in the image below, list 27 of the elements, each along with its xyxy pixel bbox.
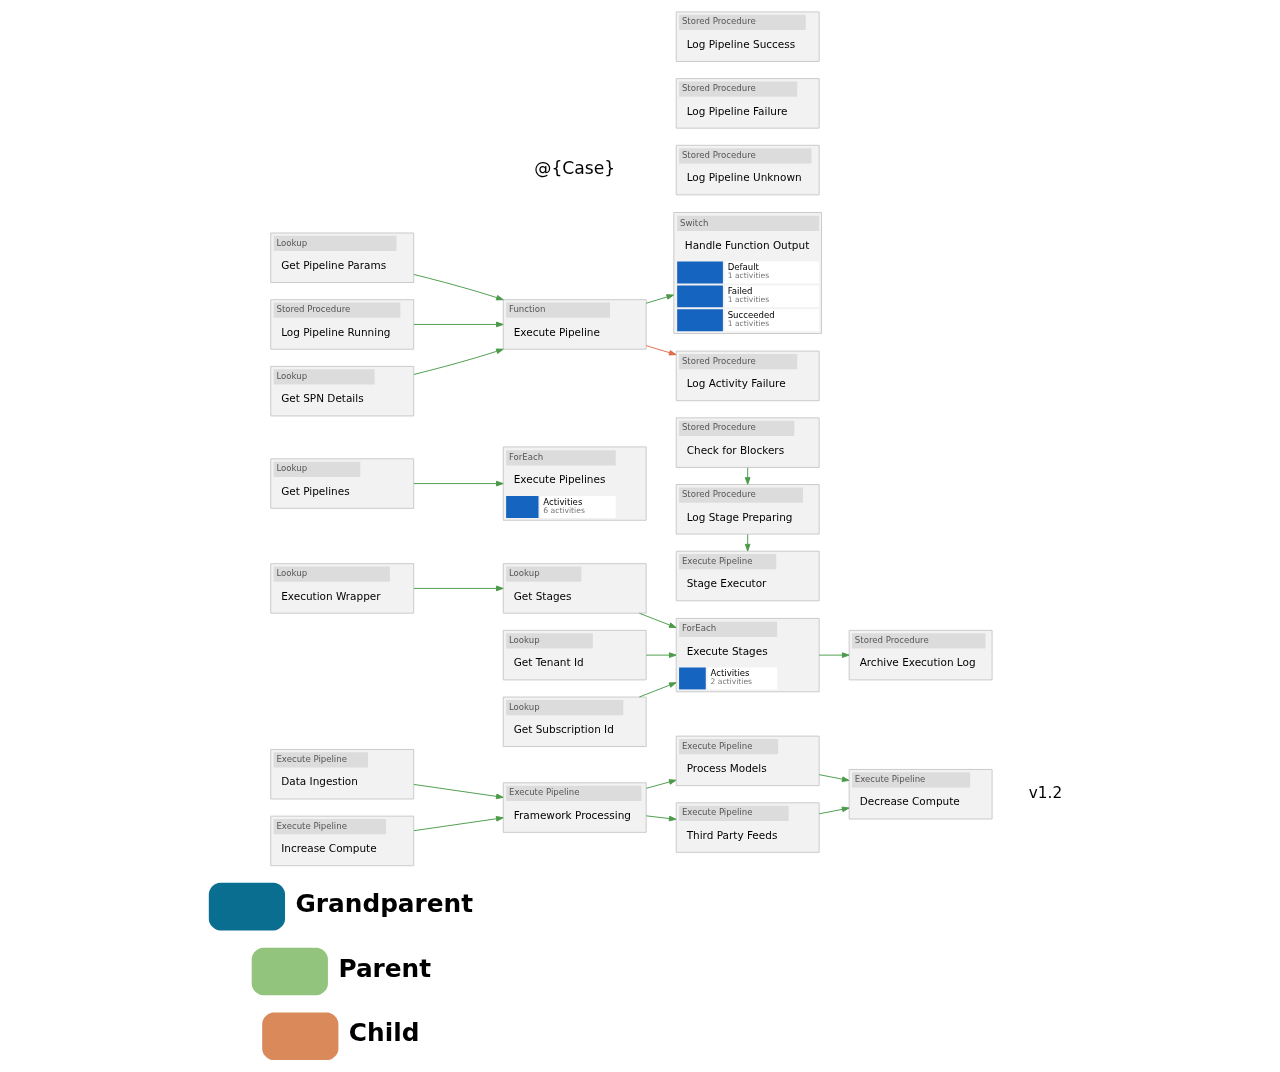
arrow bbox=[645, 345, 677, 356]
arrow bbox=[413, 321, 504, 328]
node-label: Parent bbox=[338, 953, 432, 983]
arrow bbox=[413, 815, 504, 832]
arrow bbox=[645, 652, 677, 658]
arrow bbox=[645, 779, 677, 789]
arrow bbox=[744, 533, 751, 552]
arrow bbox=[638, 612, 677, 629]
node-box bbox=[262, 1012, 339, 1061]
node-box bbox=[251, 947, 328, 996]
arrow bbox=[413, 480, 504, 487]
arrow bbox=[818, 806, 850, 815]
arrow bbox=[645, 294, 675, 304]
arrow bbox=[413, 348, 504, 375]
arrow bbox=[818, 652, 850, 658]
arrow bbox=[413, 784, 504, 800]
arrow bbox=[818, 774, 850, 782]
arrow bbox=[744, 467, 751, 485]
node-label: Grandparent bbox=[295, 888, 474, 918]
node-box bbox=[208, 882, 286, 931]
label: v1.2 bbox=[1028, 783, 1063, 802]
arrow bbox=[638, 682, 677, 698]
arrow bbox=[413, 585, 504, 592]
node-label: Child bbox=[348, 1018, 420, 1048]
label: @{Case} bbox=[534, 158, 616, 179]
arrow bbox=[413, 273, 504, 301]
arrow bbox=[645, 815, 677, 822]
